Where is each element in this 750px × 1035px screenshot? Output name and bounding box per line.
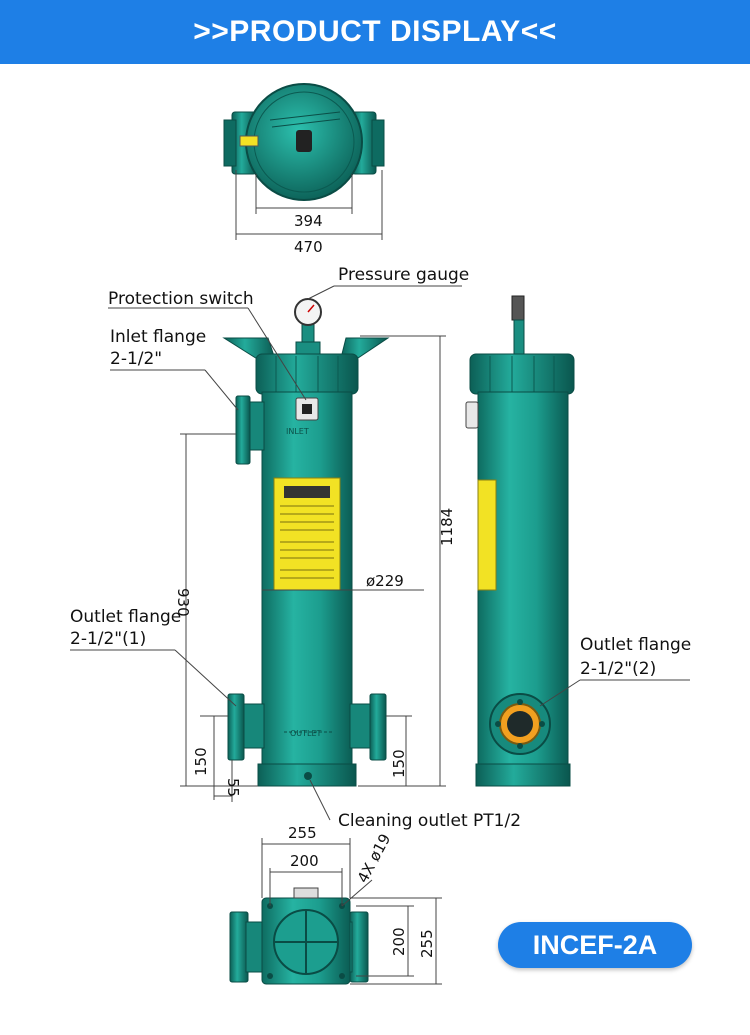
- side-switch-icon: [465, 401, 479, 429]
- page-title: >>PRODUCT DISPLAY<<: [193, 15, 557, 48]
- header-banner: >>PRODUCT DISPLAY<<: [0, 0, 750, 64]
- dim-base-outer-width: 255: [288, 824, 317, 842]
- side-lid-cap: [469, 353, 575, 395]
- top-dimensions: [235, 170, 383, 240]
- dim-base-outer-depth: 255: [418, 929, 436, 958]
- model-badge: INCEF-2A: [498, 922, 692, 968]
- bottom-view: [229, 887, 369, 985]
- top-view: [223, 83, 385, 201]
- label-protection-switch: Protection switch: [108, 289, 254, 309]
- outlet-flange-right: [369, 693, 387, 761]
- side-gauge-icon: [511, 295, 525, 321]
- front-view: [222, 298, 390, 787]
- label-cleaning-outlet: Cleaning outlet PT1/2: [338, 811, 521, 831]
- label-outlet-flange-2: Outlet flange: [580, 635, 691, 655]
- outlet-flange-left: [227, 693, 245, 761]
- dim-top-inner: 394: [294, 212, 323, 230]
- dim-height-total: 1184: [438, 508, 456, 546]
- label-outlet-size-2: 2-1/2"(2): [580, 659, 656, 679]
- dim-top-outer: 470: [294, 238, 323, 256]
- dim-base-inner-width: 200: [290, 852, 319, 870]
- cleaning-outlet-icon: [304, 772, 312, 780]
- bottom-dimensions: [261, 838, 442, 985]
- dim-bolt-holes: 4X ø19: [354, 831, 395, 886]
- dim-outlet-offset: 55: [224, 778, 242, 797]
- dim-outlet-left: 150: [192, 747, 210, 776]
- inlet-mark: INLET: [286, 427, 309, 436]
- dim-diameter: ø229: [366, 572, 404, 590]
- side-base: [475, 763, 571, 787]
- top-view-label-plate: [239, 135, 259, 147]
- label-pressure-gauge: Pressure gauge: [338, 265, 469, 285]
- side-label: [477, 479, 497, 591]
- model-name: INCEF-2A: [532, 929, 658, 960]
- dim-height-inlet: 930: [174, 588, 192, 617]
- label-outlet-flange-1: Outlet flange: [70, 607, 181, 627]
- bottom-left-flange: [229, 911, 249, 983]
- label-inlet-size: 2-1/2": [110, 349, 162, 369]
- outlet-mark: OUTLET: [290, 729, 322, 738]
- label-inlet-flange: Inlet flange: [110, 327, 206, 347]
- lid-cap: [255, 353, 359, 395]
- leader-lines: [70, 285, 690, 821]
- bottom-right-flange: [349, 911, 369, 983]
- dim-outlet-right: 150: [390, 749, 408, 778]
- dim-base-inner-depth: 200: [390, 927, 408, 956]
- side-view: [465, 295, 575, 787]
- inlet-flange: [235, 395, 251, 465]
- label-outlet-size-1: 2-1/2"(1): [70, 629, 146, 649]
- top-view-switch: [296, 130, 312, 152]
